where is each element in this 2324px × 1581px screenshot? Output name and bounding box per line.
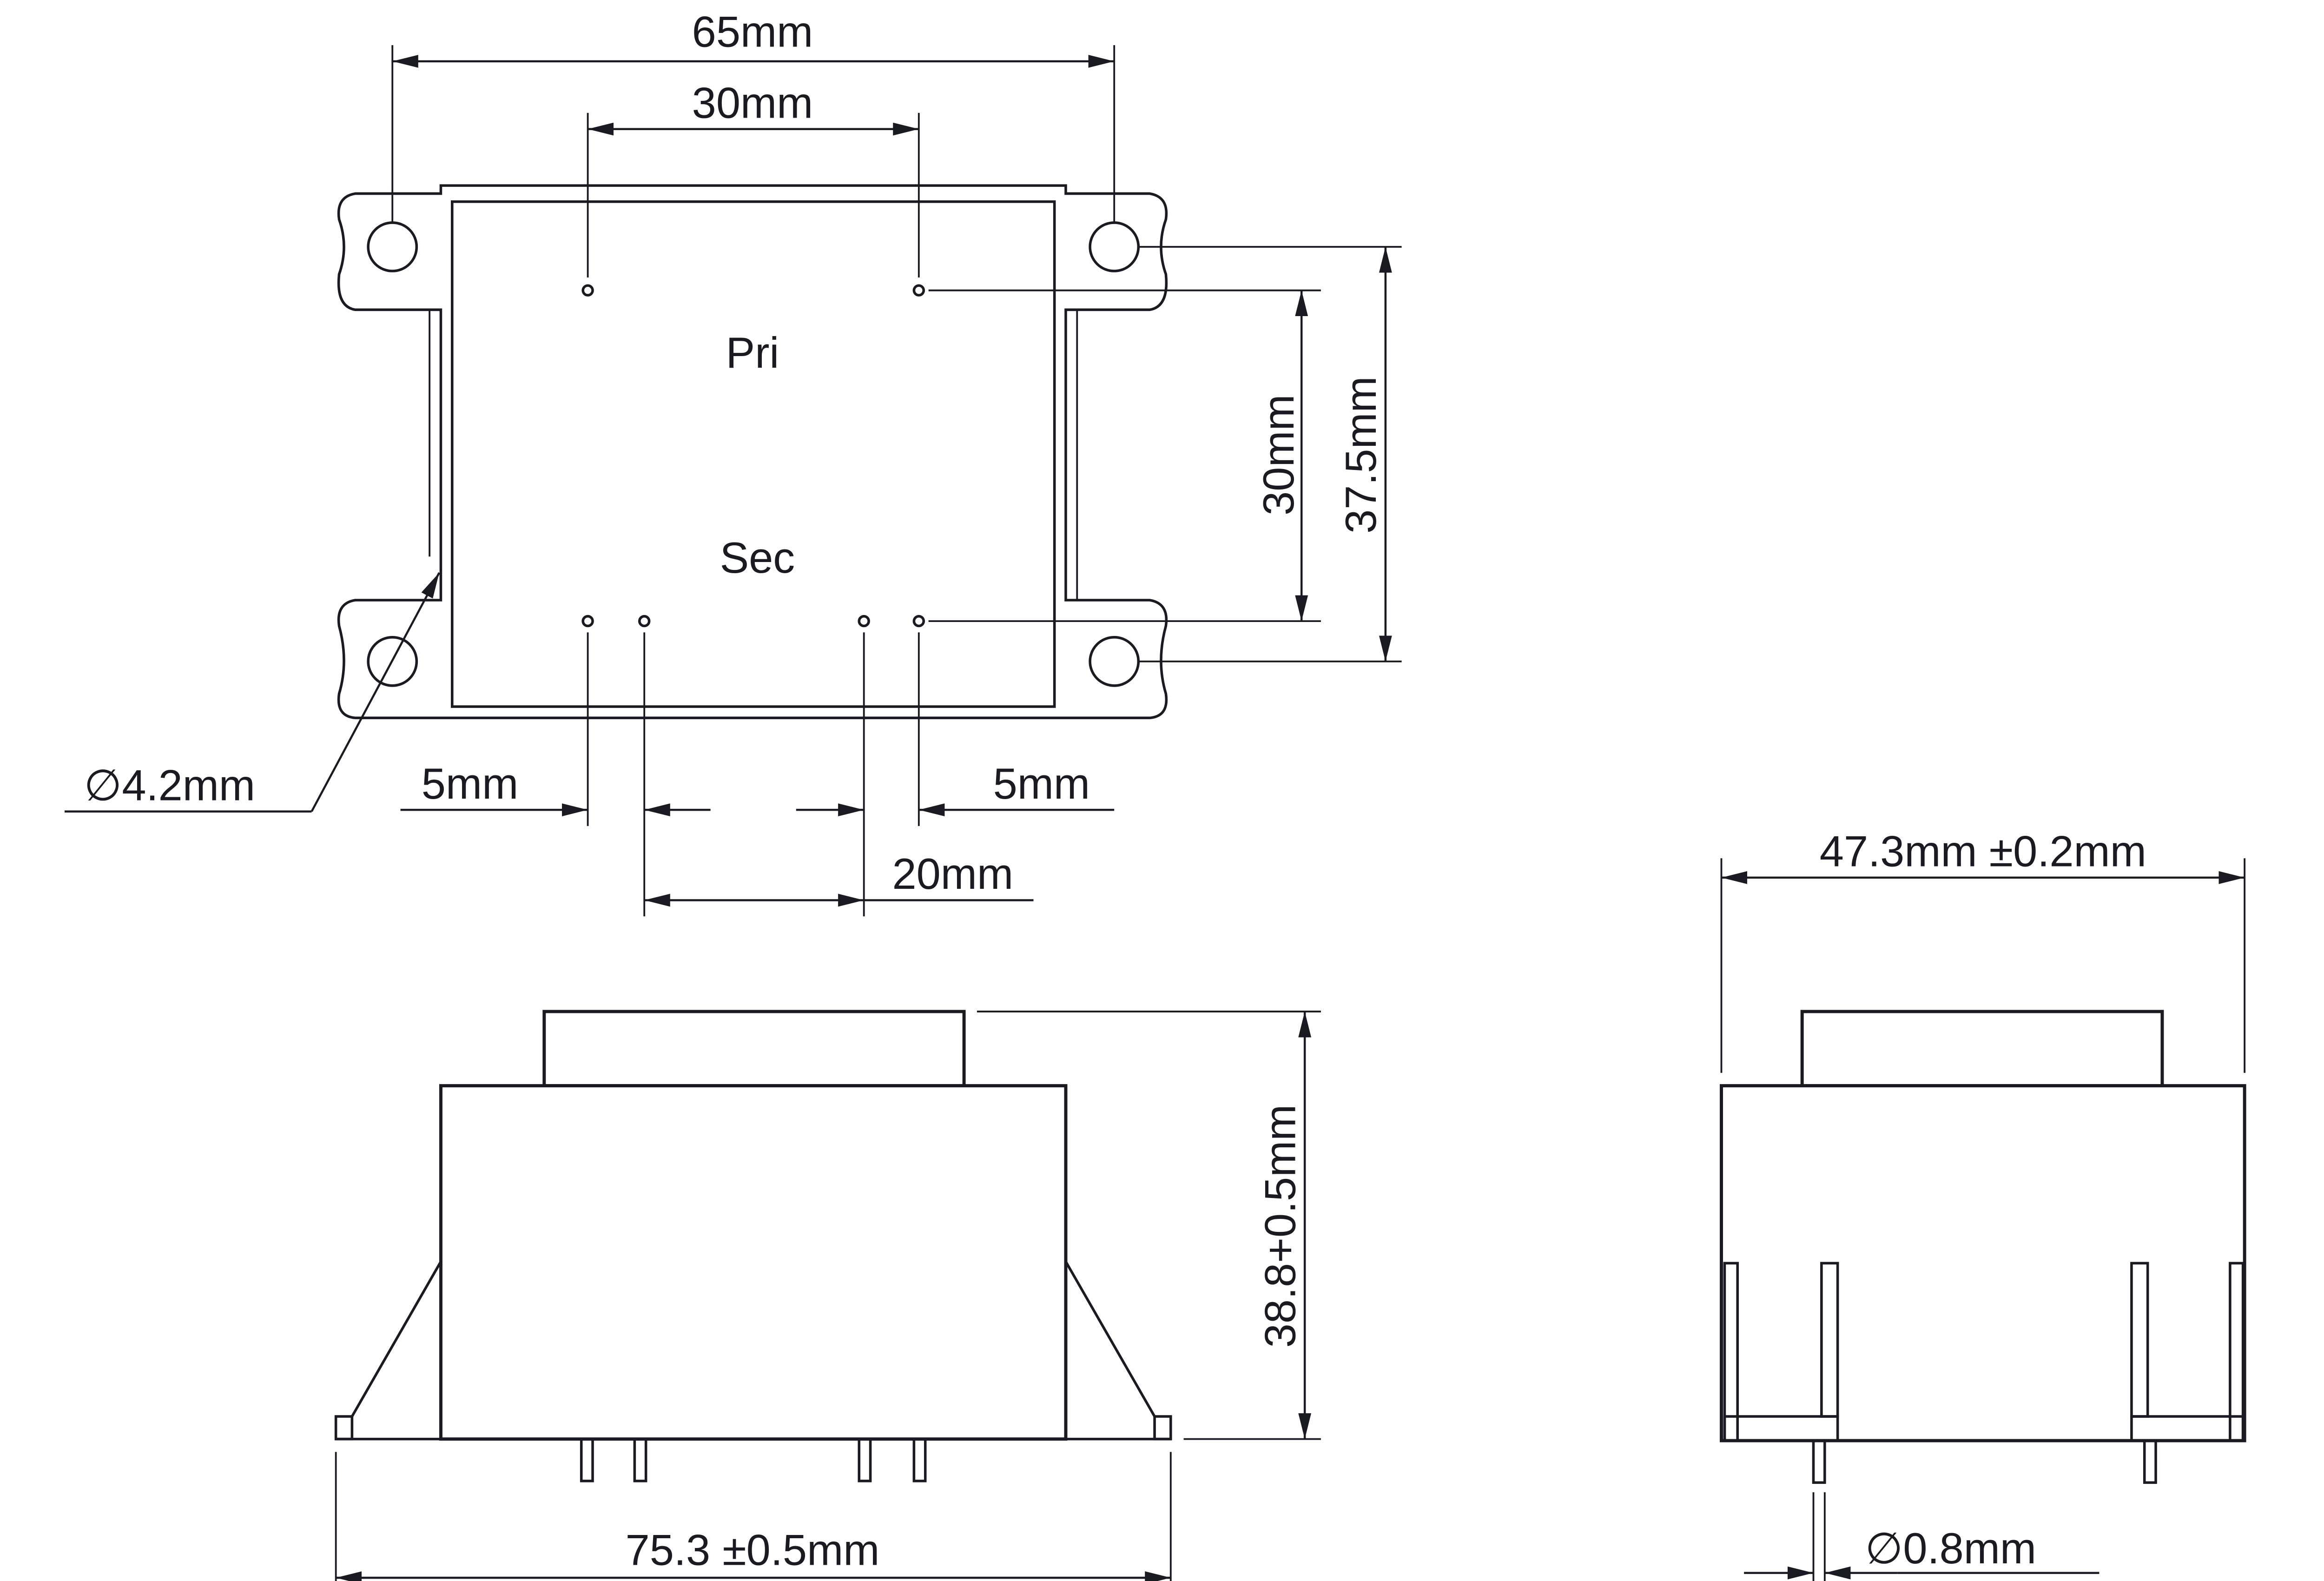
svg-text:65mm: 65mm: [692, 7, 813, 56]
core-body: [1720, 1084, 2246, 1442]
secondary-pin: [581, 615, 594, 628]
svg-text:37.5mm: 37.5mm: [1336, 376, 1385, 533]
pin: [2143, 1439, 2157, 1484]
dimension-pin-diameter: ∅0.8mm: [1744, 1492, 2100, 1581]
dimension-37-5mm: 37.5mm: [1138, 246, 1402, 662]
pin: [858, 1437, 872, 1482]
dimension-30mm-vertical: 30mm: [928, 289, 1321, 622]
svg-text:47.3mm ±0.2mm: 47.3mm ±0.2mm: [1820, 827, 2146, 876]
top-cap: [1800, 1010, 2164, 1088]
primary-pin: [581, 284, 594, 297]
pin-bracket-right: [2130, 1262, 2245, 1442]
dimension-30mm-horizontal: 30mm: [587, 78, 920, 278]
secondary-pin: [638, 615, 651, 628]
top-view: Pri Sec 65mm 30mm 30mm 37.5mm: [64, 7, 1402, 917]
svg-text:∅4.2mm: ∅4.2mm: [84, 761, 255, 809]
pin-bracket-left: [1723, 1262, 1839, 1442]
front-view: 38.8+0.5mm 75.3 ±0.5mm: [334, 1010, 1321, 1581]
dimension-length: 75.3 ±0.5mm: [335, 1452, 1172, 1581]
pin: [633, 1437, 647, 1482]
mounting-flange: [337, 184, 1168, 720]
svg-text:38.8+0.5mm: 38.8+0.5mm: [1255, 1105, 1304, 1348]
secondary-pin: [858, 615, 870, 628]
svg-text:30mm: 30mm: [692, 78, 813, 127]
pin: [580, 1437, 594, 1482]
mounting-hole: [1089, 221, 1140, 272]
svg-text:∅0.8mm: ∅0.8mm: [1865, 1524, 2036, 1573]
dimension-5mm-left: 5mm: [400, 632, 711, 917]
secondary-pin: [912, 615, 925, 628]
dimension-hole-diameter: ∅4.2mm: [64, 572, 440, 813]
dimension-5mm-right: 5mm: [796, 632, 1115, 917]
secondary-label: Sec: [720, 533, 795, 582]
pin: [1812, 1439, 1826, 1484]
core-body: [439, 1084, 1068, 1441]
svg-text:5mm: 5mm: [993, 759, 1090, 808]
mounting-hole: [367, 636, 418, 687]
dimension-width: 47.3mm ±0.2mm: [1720, 827, 2246, 1073]
dimension-20mm: 20mm: [644, 849, 1034, 907]
dimension-height: 38.8+0.5mm: [977, 1011, 1321, 1440]
side-view: 47.3mm ±0.2mm ∅0.8mm: [1720, 827, 2246, 1581]
primary-pin: [912, 284, 925, 297]
mounting-hole: [367, 221, 418, 272]
dimension-65mm: 65mm: [391, 7, 1116, 223]
svg-text:20mm: 20mm: [892, 849, 1013, 898]
pin: [912, 1437, 927, 1482]
svg-text:5mm: 5mm: [422, 759, 518, 808]
top-cap: [542, 1010, 966, 1088]
mounting-hole: [1089, 636, 1140, 687]
svg-text:30mm: 30mm: [1254, 394, 1303, 515]
svg-text:75.3 ±0.5mm: 75.3 ±0.5mm: [626, 1525, 880, 1574]
primary-label: Pri: [726, 328, 779, 377]
